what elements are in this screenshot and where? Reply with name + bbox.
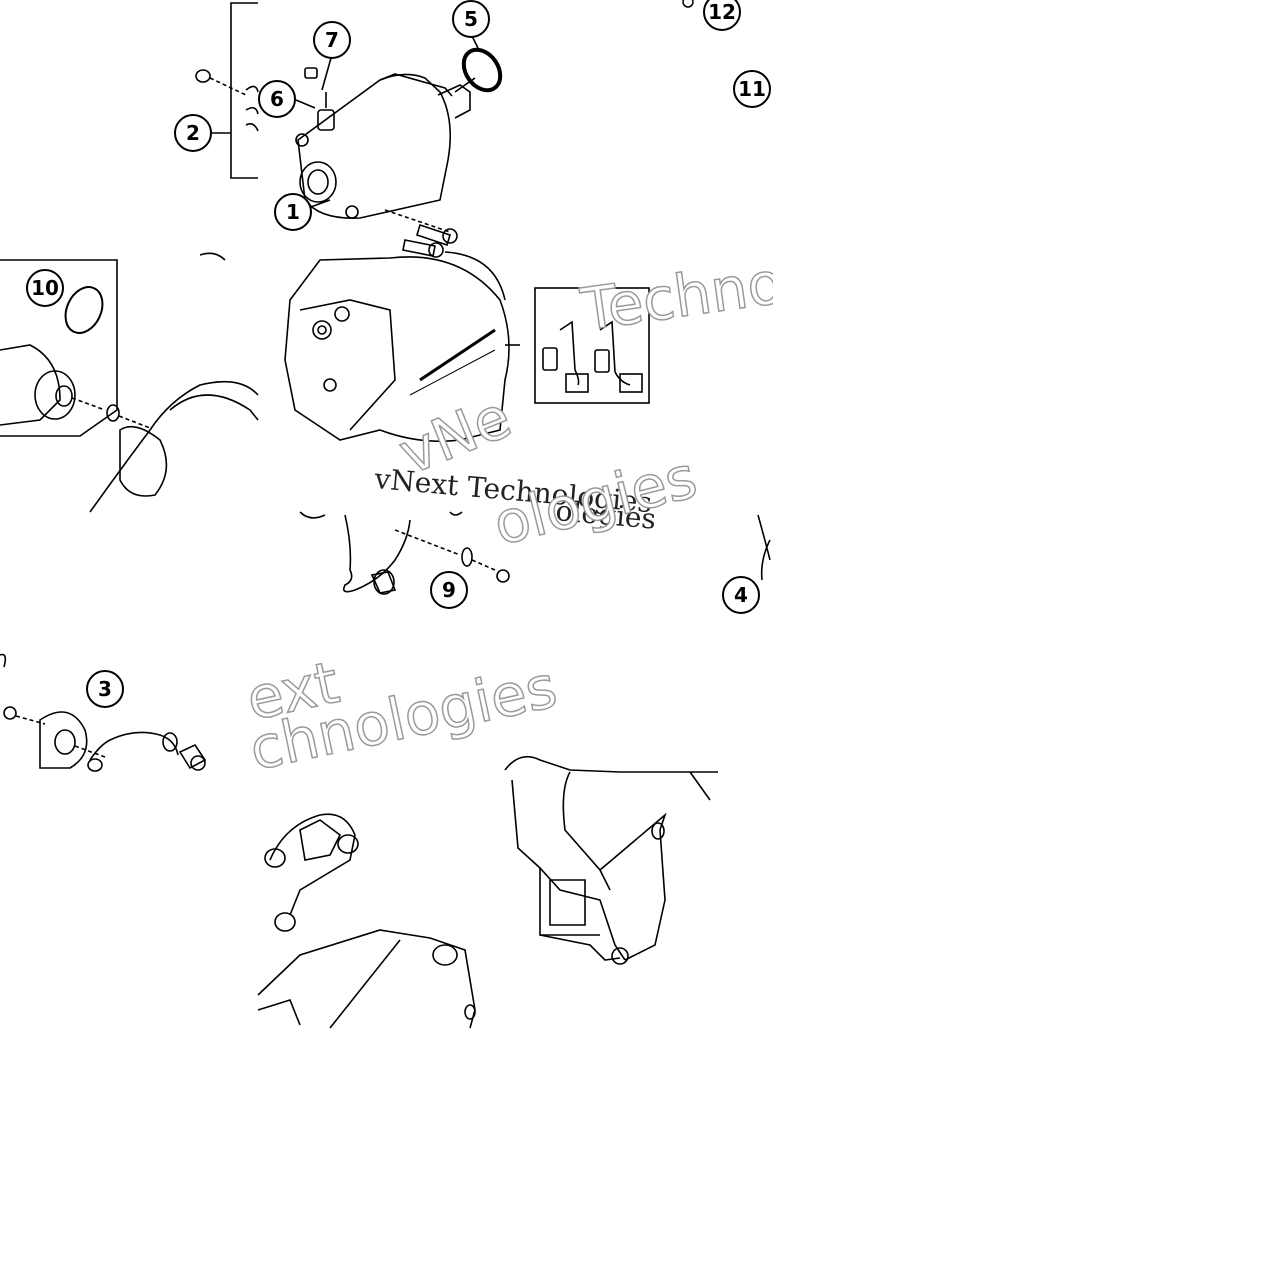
svg-text:12: 12 bbox=[708, 0, 736, 24]
svg-text:7: 7 bbox=[325, 28, 339, 52]
callout-group: 1 2 3 4 5 6 7 9 bbox=[26, 0, 771, 708]
svg-text:1: 1 bbox=[286, 200, 300, 224]
callout-4: 4 bbox=[722, 576, 760, 614]
tile-right-part bbox=[757, 514, 771, 581]
svg-text:6: 6 bbox=[270, 87, 284, 111]
tile-idler-gear bbox=[0, 252, 259, 513]
starter-motor-body bbox=[297, 73, 452, 219]
callout-12: 12 bbox=[682, 0, 741, 31]
brush-kit-box bbox=[534, 287, 650, 404]
tile-large-cover bbox=[504, 755, 718, 965]
o-ring-5 bbox=[461, 47, 503, 93]
svg-text:2: 2 bbox=[186, 121, 200, 145]
cover-body bbox=[284, 256, 510, 443]
callout-9: 9 bbox=[430, 571, 468, 609]
svg-text:4: 4 bbox=[734, 583, 748, 607]
callout-2: 2 bbox=[174, 114, 212, 152]
tile-lower-cover bbox=[257, 813, 476, 1029]
callout-10: 10 bbox=[26, 269, 64, 307]
watermark-techno: Techno bbox=[576, 248, 787, 344]
callout-11: 11 bbox=[733, 70, 771, 108]
callout-1: 1 bbox=[274, 193, 312, 231]
svg-text:10: 10 bbox=[31, 276, 59, 300]
tile-starter-motor bbox=[195, 2, 503, 258]
svg-text:5: 5 bbox=[464, 7, 478, 31]
callout-5: 5 bbox=[452, 0, 490, 38]
callout-3: 3 bbox=[86, 670, 124, 708]
gear-3 bbox=[39, 711, 88, 769]
callout-7: 7 bbox=[313, 21, 351, 59]
callout-6: 6 bbox=[258, 80, 296, 118]
tile-gear-3 bbox=[0, 653, 207, 772]
tile-gasket bbox=[299, 511, 510, 595]
watermark-ologies-outline: ologies bbox=[487, 443, 703, 559]
tile-cover bbox=[284, 251, 650, 443]
svg-text:11: 11 bbox=[738, 77, 766, 101]
svg-text:3: 3 bbox=[98, 677, 112, 701]
svg-text:9: 9 bbox=[442, 578, 456, 602]
